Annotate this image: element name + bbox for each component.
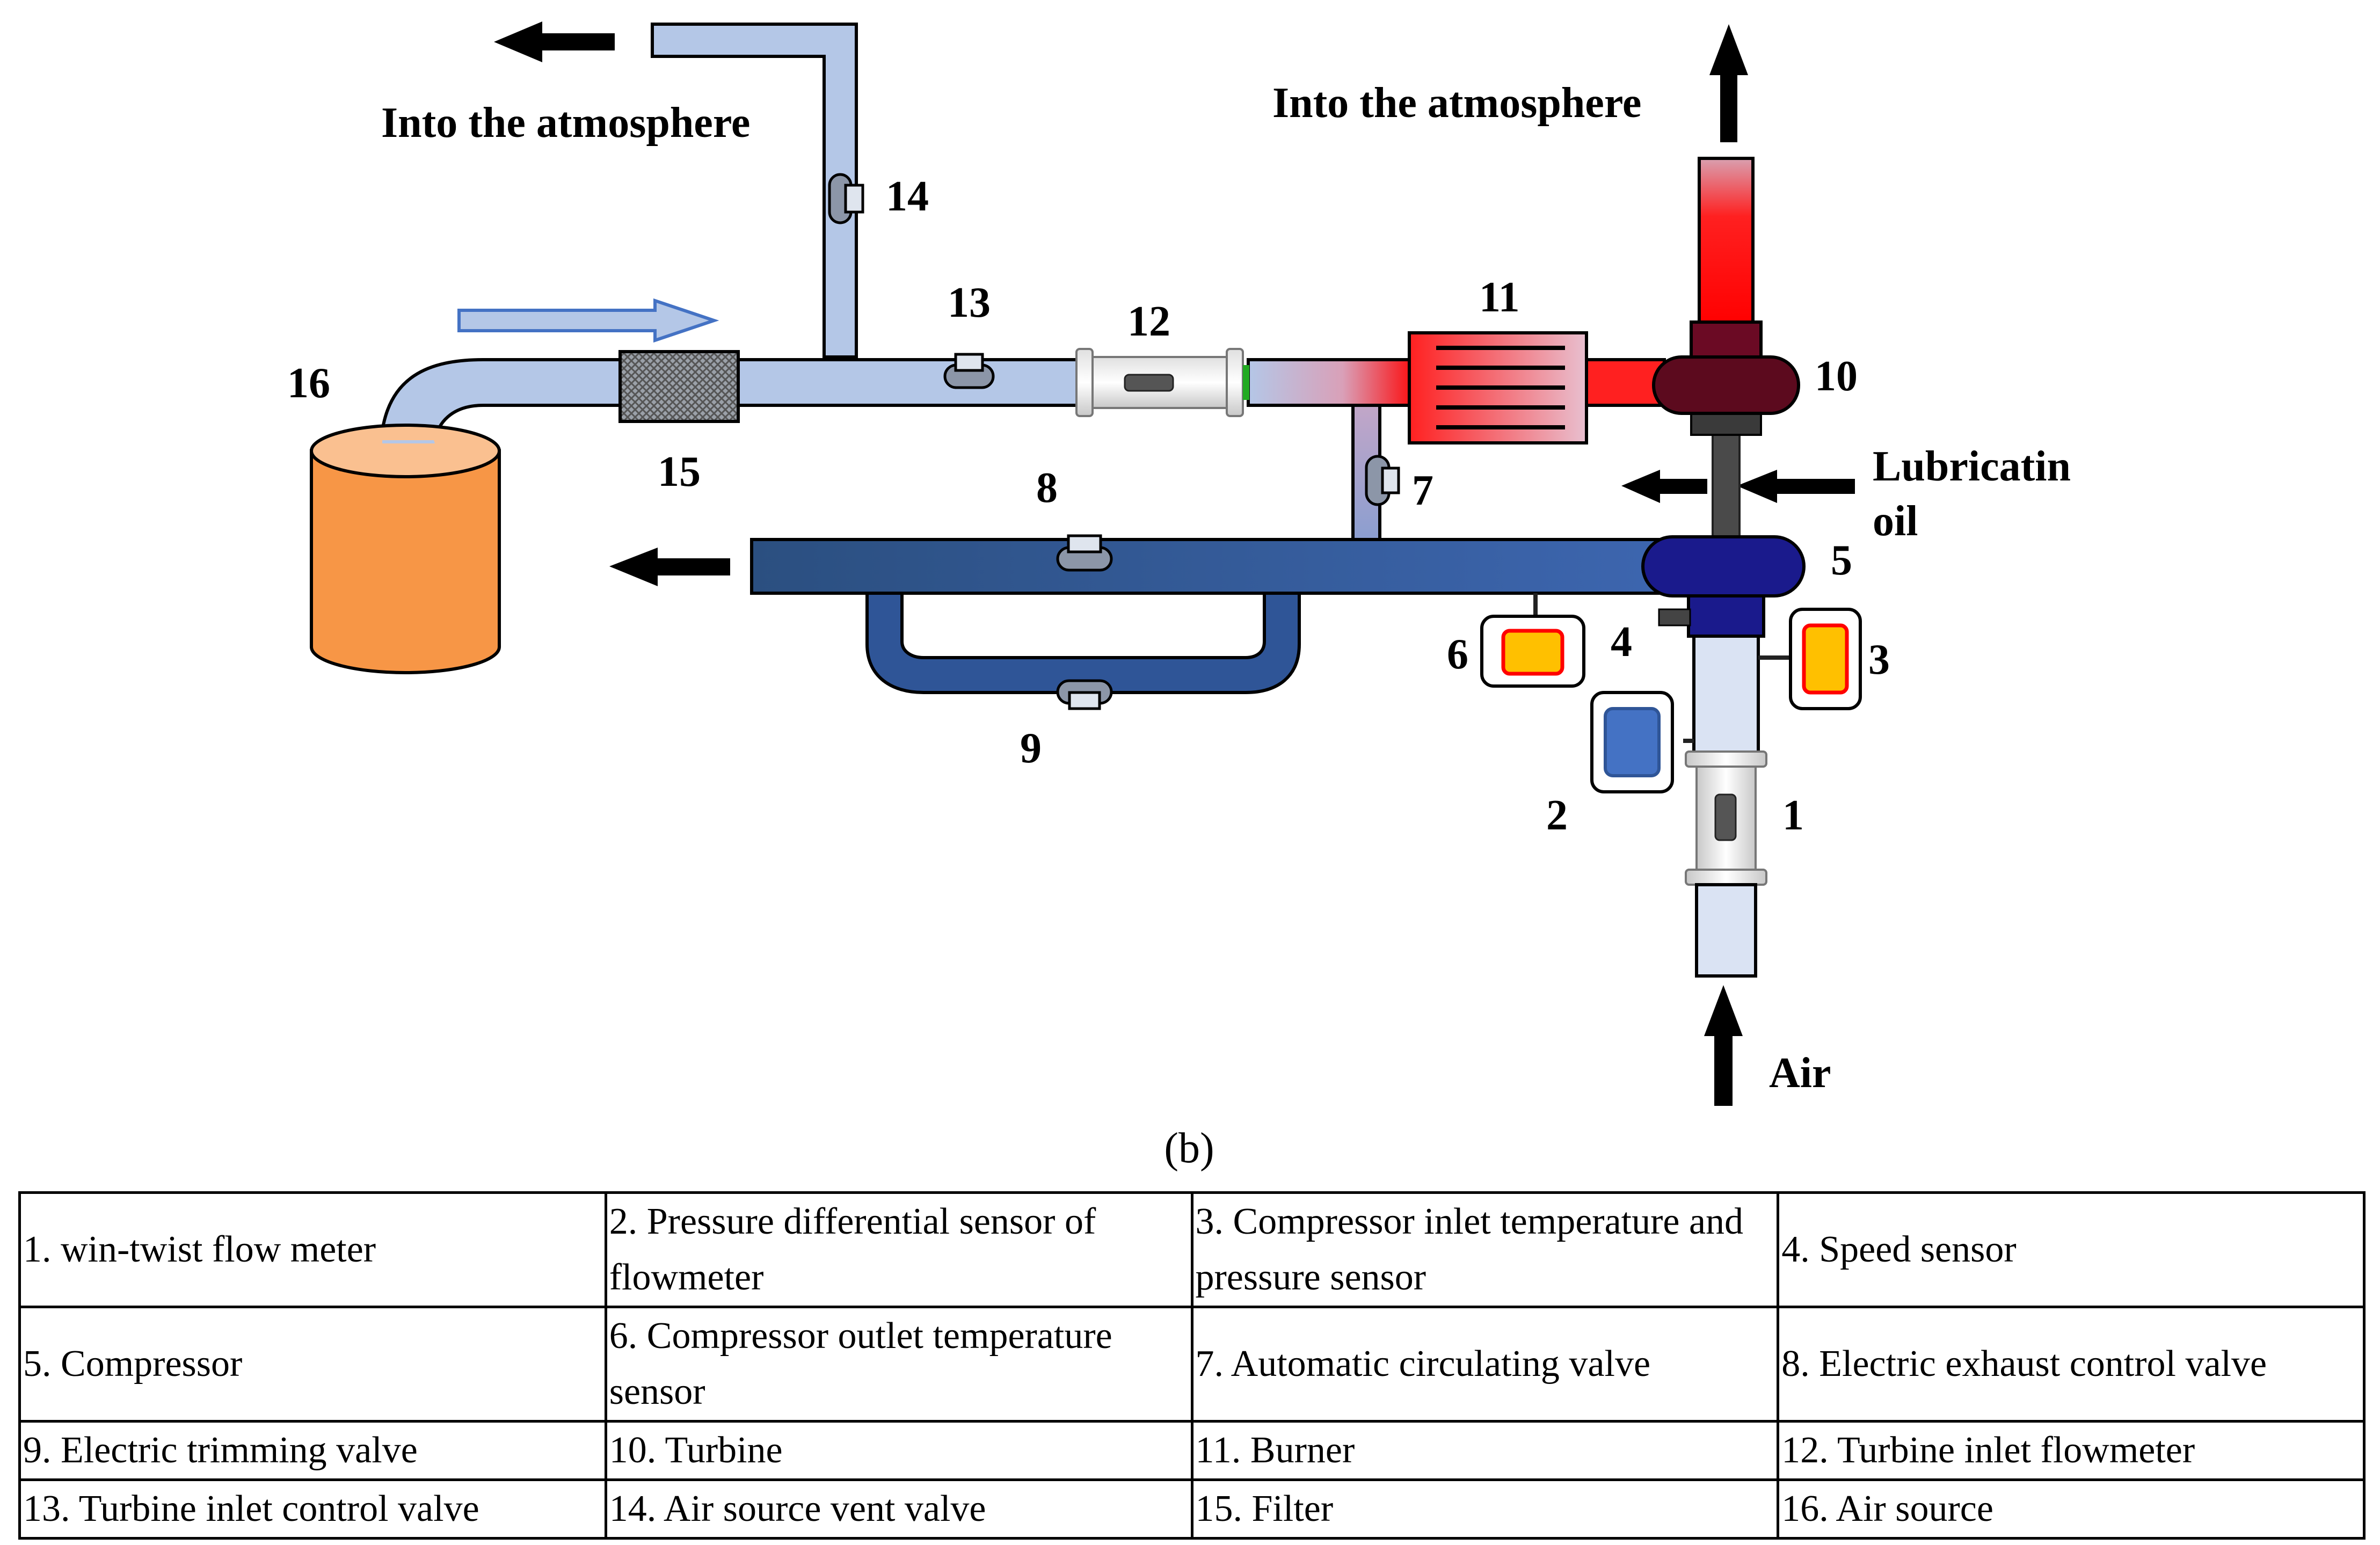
label-lubricating-oil-line1: Lubricatin [1873,443,2071,490]
hot-pipe [1247,358,1422,407]
number-3: 3 [1868,636,1890,683]
electric-exhaust-control-valve [1056,534,1113,572]
turbine [1652,355,1800,415]
speed-sensor-probe [1658,608,1691,626]
air-source-vent-valve [828,173,864,224]
legend-cell: 14. Air source vent valve [604,1478,1193,1540]
legend-cell: 15. Filter [1190,1478,1780,1540]
legend-cell: 1. win-twist flow meter [18,1191,607,1308]
arrow-left-oil-in [1737,470,1855,503]
legend-cell: 12. Turbine inlet flowmeter [1777,1420,2366,1481]
air-intake-duct [1695,883,1757,978]
label-lubricating-oil-line2: oil [1873,498,1918,545]
air-source-top [310,424,501,478]
turbine-inlet-flowmeter [1075,348,1249,417]
bypass-loop [865,584,1301,694]
arrow-left-oil-out [1621,470,1707,503]
electric-trimming-valve [1056,679,1113,710]
number-16: 16 [287,360,330,407]
label-atmosphere-left: Into the atmosphere [381,99,750,147]
number-8: 8 [1036,464,1058,512]
legend-cell: 10. Turbine [604,1420,1193,1481]
automatic-circulating-valve [1365,455,1400,506]
burner [1408,331,1588,444]
number-6: 6 [1447,631,1468,678]
pressure-differential-sensor [1590,691,1674,793]
label-air: Air [1769,1050,1831,1097]
legend-cell: 6. Compressor outlet temperature sensor [604,1306,1193,1423]
legend-cell: 9. Electric trimming valve [18,1420,607,1481]
burner-outlet-pipe [1582,358,1666,407]
figure-caption: (b) [1164,1125,1214,1172]
number-7: 7 [1412,467,1433,514]
number-12: 12 [1127,298,1170,345]
label-atmosphere-right: Into the atmosphere [1272,79,1641,127]
number-4: 4 [1611,618,1632,666]
arrow-left-top [494,21,615,62]
arrow-flow-direction [457,298,719,343]
legend-cell: 13. Turbine inlet control valve [18,1478,607,1540]
number-1: 1 [1782,792,1804,839]
compressor-outlet-temperature-sensor [1480,615,1585,688]
compressor [1641,535,1806,597]
number-14: 14 [886,173,929,220]
exhaust-pipe [750,538,1687,595]
legend-cell: 2. Pressure differential sensor of flowm… [604,1191,1193,1308]
legend-cell: 5. Compressor [18,1306,607,1423]
filter [618,350,740,423]
number-5: 5 [1831,537,1852,584]
number-13: 13 [948,279,991,326]
number-9: 9 [1020,725,1042,772]
air-source-tank [310,449,501,674]
arrow-left-exhaust [609,548,730,586]
arrow-up-air [1704,985,1743,1106]
legend-cell: 16. Air source [1777,1478,2366,1540]
number-2: 2 [1546,792,1568,839]
number-15: 15 [658,448,701,495]
turbine-inlet-control-valve [943,353,995,389]
number-10: 10 [1815,353,1858,400]
turbine-exhaust-stack [1698,157,1755,326]
compressor-inlet-duct [1692,635,1760,761]
vent-pipe [651,23,858,359]
legend-cell: 8. Electric exhaust control valve [1777,1306,2366,1423]
compressor-neck [1687,594,1765,638]
air-source-outlet [382,440,435,443]
legend-cell: 4. Speed sensor [1777,1191,2366,1308]
arrow-up-right [1709,24,1748,142]
number-11: 11 [1479,274,1520,321]
legend-cell: 11. Burner [1190,1420,1780,1481]
compressor-inlet-temperature-pressure-sensor [1789,608,1862,710]
legend-cell: 7. Automatic circulating valve [1190,1306,1780,1423]
win-twist-flowmeter [1685,750,1767,886]
legend-cell: 3. Compressor inlet temperature and pres… [1190,1191,1780,1308]
